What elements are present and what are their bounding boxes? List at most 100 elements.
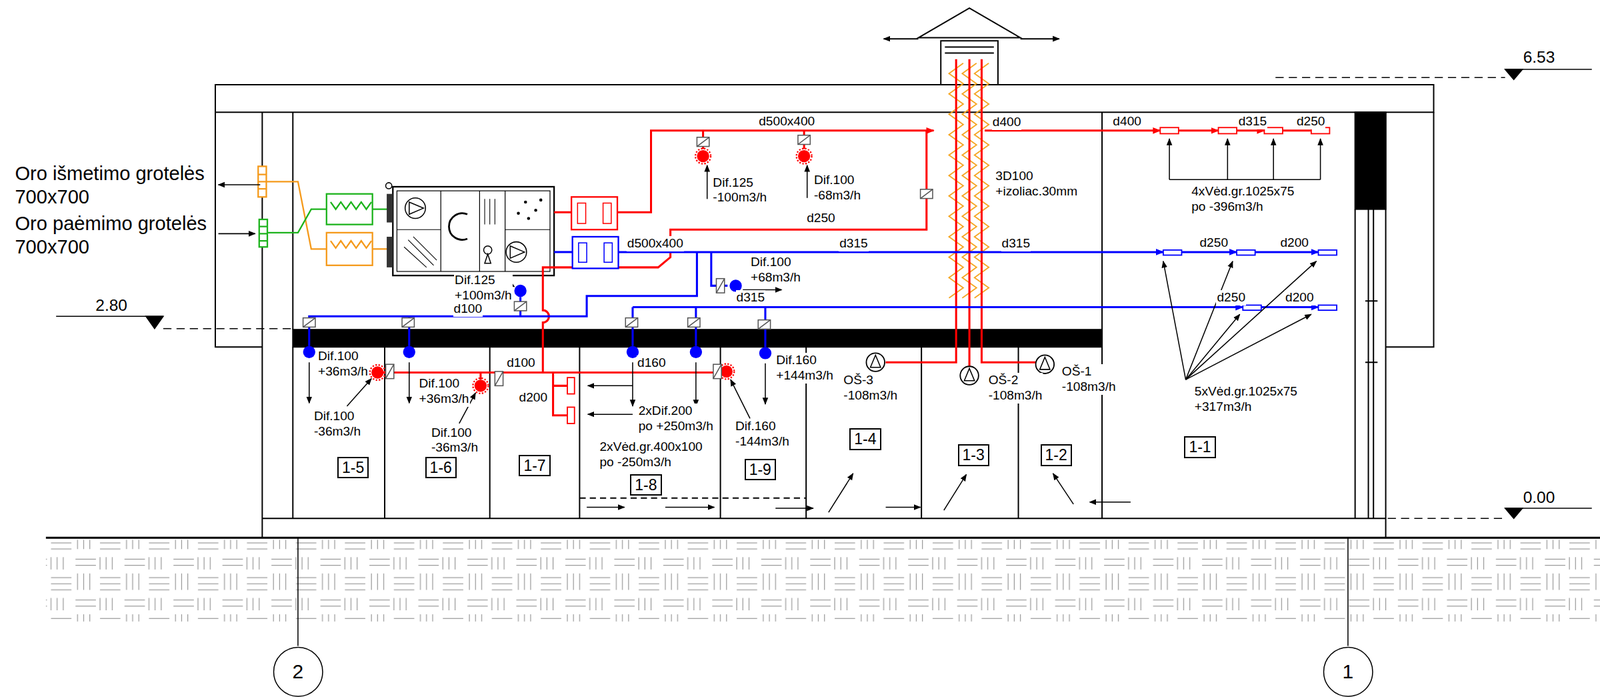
label-line: Dif.100 bbox=[314, 408, 361, 424]
dampers bbox=[758, 320, 770, 330]
exhaust-ducts bbox=[1178, 129, 1219, 132]
dampers bbox=[798, 135, 810, 145]
drawing-label: Dif.100 -36m3/h bbox=[430, 425, 479, 456]
drawing-label: Dif.100 +36m3/h bbox=[418, 376, 470, 407]
supply-ducts bbox=[572, 236, 619, 268]
exhaust-ducts bbox=[377, 59, 1330, 424]
label-line: po -250m3/h bbox=[599, 454, 702, 470]
leader-arrows bbox=[308, 362, 310, 403]
drawing-label: d315 bbox=[838, 236, 869, 252]
leader-arrows bbox=[588, 413, 633, 415]
drawing-label: d500x400 bbox=[758, 114, 816, 130]
label-line: +144m3/h bbox=[776, 368, 834, 384]
leader-arrows bbox=[1320, 138, 1322, 180]
air-handling-unit bbox=[510, 246, 524, 258]
dampers bbox=[688, 318, 700, 328]
outdoor-louvers bbox=[259, 219, 268, 247]
label-line: Dif.100 bbox=[318, 348, 368, 364]
dampers bbox=[716, 278, 724, 293]
drawing-label: d160 bbox=[636, 355, 667, 371]
drawing-label: d200 bbox=[518, 390, 549, 406]
air-handling-unit bbox=[517, 212, 520, 214]
dampers bbox=[716, 278, 724, 293]
label-line: 2xDif.200 bbox=[638, 403, 714, 419]
grid-axis-marker: 2 bbox=[272, 646, 324, 697]
label-line: -108m3/h bbox=[843, 388, 898, 404]
elevation-marks bbox=[163, 328, 293, 330]
room-number: 1-1 bbox=[1188, 438, 1211, 456]
exhaust-fans bbox=[964, 368, 974, 380]
leader-arrows bbox=[346, 378, 372, 406]
label-line: 700x700 bbox=[14, 235, 207, 259]
label-line: 700x700 bbox=[14, 185, 204, 209]
leader-arrows bbox=[944, 474, 967, 510]
outdoor-louvers bbox=[330, 202, 372, 210]
label-line: po +250m3/h bbox=[638, 418, 714, 434]
drawing-label: Oro paėmimo grotelės 700x700 bbox=[14, 212, 208, 259]
drawing-label: OŠ-1 -108m3/h bbox=[1061, 364, 1117, 395]
label-line: -36m3/h bbox=[431, 440, 478, 456]
leader-arrows bbox=[695, 362, 697, 406]
supply-ducts bbox=[309, 252, 698, 346]
leader-arrows bbox=[218, 138, 1321, 512]
leader-arrows bbox=[665, 506, 714, 508]
leader-arrows bbox=[1053, 473, 1074, 504]
dampers bbox=[514, 301, 526, 311]
elevation-marks bbox=[1388, 517, 1506, 519]
leader-arrows bbox=[1272, 138, 1274, 180]
dampers bbox=[402, 318, 414, 328]
leader-arrows bbox=[1090, 501, 1131, 503]
roof-exhaust-cap bbox=[1020, 38, 1060, 40]
air-handling-unit bbox=[540, 198, 542, 201]
diffusers bbox=[690, 346, 702, 358]
exhaust-ducts bbox=[567, 377, 575, 394]
label-line: Dif.100 bbox=[419, 376, 470, 392]
outdoor-louvers bbox=[326, 232, 373, 266]
outdoor-louvers bbox=[267, 209, 327, 233]
leader-arrows bbox=[586, 506, 625, 508]
leader-arrows bbox=[632, 362, 634, 406]
room-number: 1-9 bbox=[749, 460, 772, 478]
label-line: 5xVėd.gr.1025x75 bbox=[1194, 384, 1298, 400]
outdoor-louvers bbox=[258, 166, 266, 197]
room-tag: 1-9 bbox=[744, 458, 776, 481]
label-line: -68m3/h bbox=[814, 188, 861, 204]
exhaust-ducts bbox=[617, 130, 934, 212]
supply-ducts bbox=[1261, 306, 1319, 308]
drawing-label: 2xDif.200 po +250m3/h bbox=[638, 403, 714, 434]
dampers bbox=[303, 135, 933, 386]
building-structure bbox=[579, 497, 806, 499]
supply-ducts bbox=[1255, 250, 1319, 253]
diffusers bbox=[474, 379, 487, 392]
air-handling-unit bbox=[484, 198, 495, 224]
label-line: +36m3/h bbox=[419, 391, 470, 407]
supply-ducts bbox=[632, 306, 1243, 308]
room-tag: 1-2 bbox=[1040, 444, 1072, 466]
dampers bbox=[303, 318, 316, 328]
leader-arrows bbox=[218, 184, 261, 186]
leader-arrows bbox=[1227, 138, 1229, 180]
leader-arrows bbox=[1163, 261, 1186, 380]
label-line: OŠ-2 bbox=[988, 372, 1043, 388]
drawing-label: 2xVėd.gr.400x100 po -250m3/h bbox=[598, 439, 703, 470]
exhaust-ducts bbox=[571, 196, 618, 230]
label-line: +317m3/h bbox=[1194, 399, 1298, 415]
dampers bbox=[688, 318, 700, 328]
dampers bbox=[758, 320, 770, 330]
dampers bbox=[696, 137, 709, 147]
drawing-label: d315 bbox=[736, 290, 766, 306]
diffusers bbox=[303, 148, 812, 394]
drawing-label: d250 bbox=[1296, 114, 1326, 130]
exhaust-ducts bbox=[554, 211, 572, 214]
dampers bbox=[625, 318, 638, 328]
label-line: Dif.100 bbox=[750, 254, 801, 270]
diffusers bbox=[696, 150, 709, 162]
exhaust-fans bbox=[866, 352, 885, 372]
roof-exhaust-cap bbox=[884, 8, 1060, 85]
drawing-label: Dif.100 -36m3/h bbox=[313, 408, 362, 440]
exhaust-ducts bbox=[553, 372, 568, 416]
room-number: 1-2 bbox=[1045, 446, 1068, 464]
room-number: 1-4 bbox=[854, 430, 876, 448]
room-tag: 1-7 bbox=[518, 454, 550, 477]
